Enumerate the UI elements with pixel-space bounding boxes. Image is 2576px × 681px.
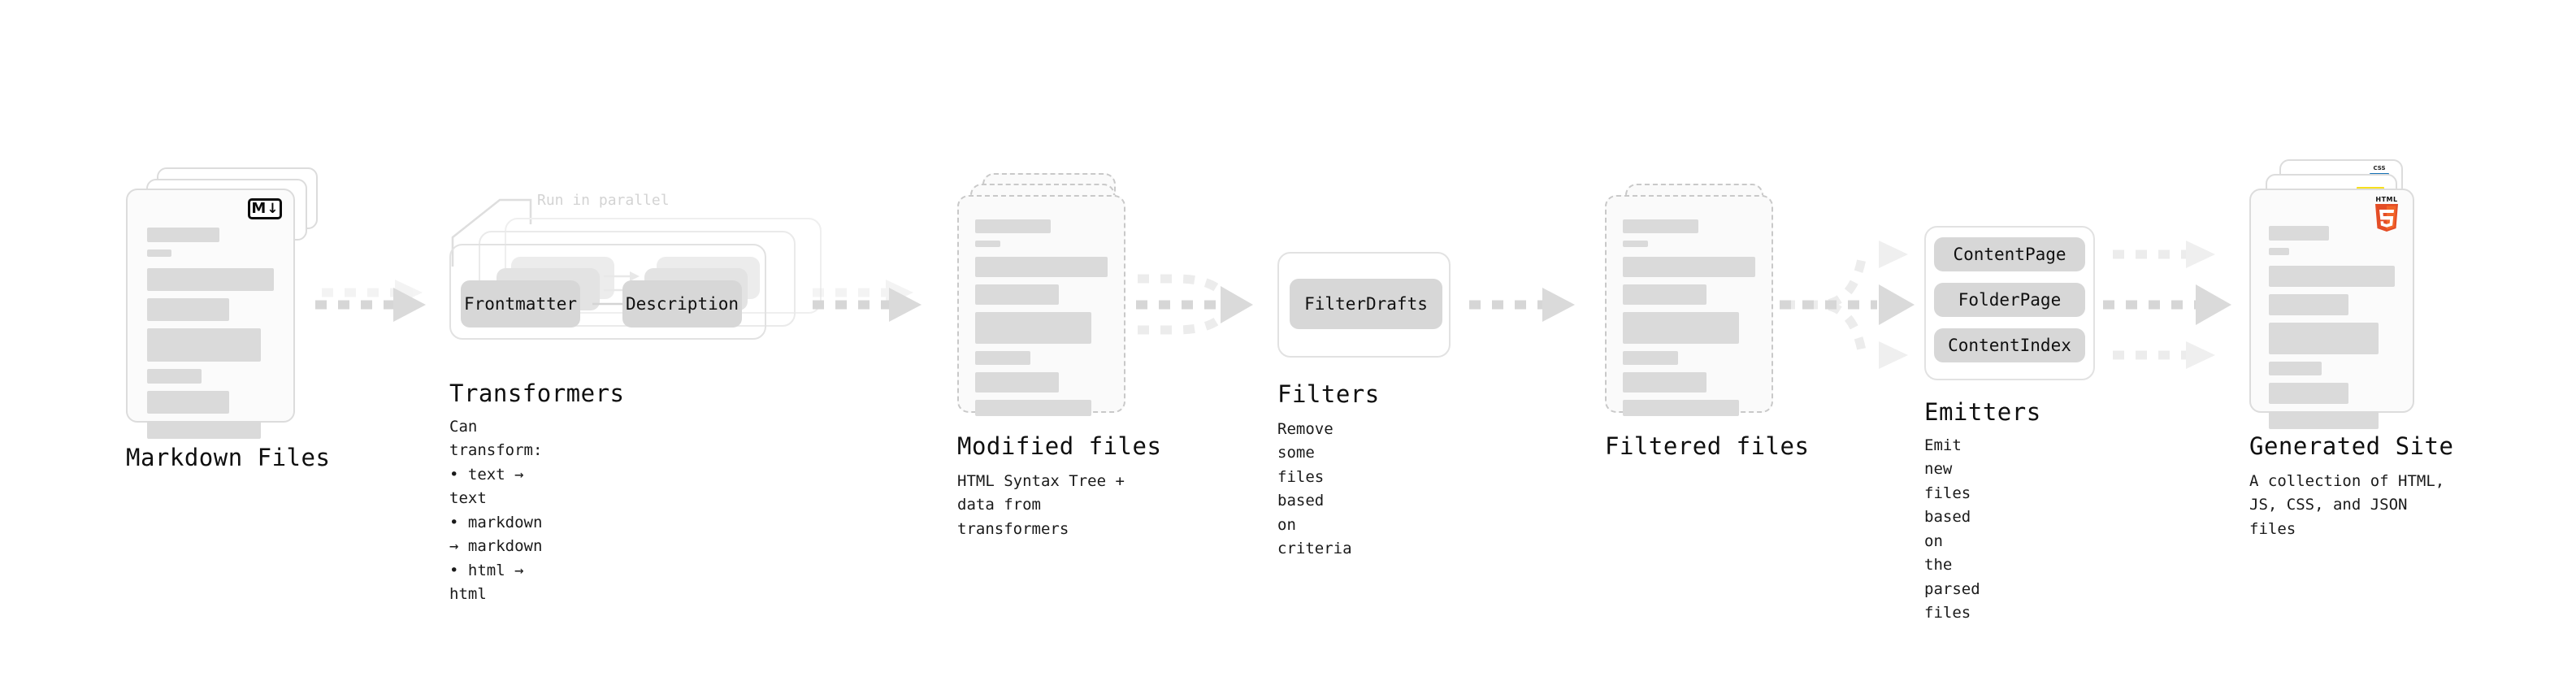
emitter-chip-contentpage[interactable]: ContentPage [1934, 237, 2085, 271]
markdown-doc-front: M ↓ [126, 189, 295, 439]
stage-subtitle-filters: Remove some files based on criteria [1277, 420, 1352, 558]
doc-line [2269, 323, 2379, 354]
filtered-document-stack [1605, 0, 1792, 416]
doc-line [1623, 241, 1648, 247]
stage-title-generated-site: Generated Site [2249, 432, 2454, 460]
stage-title-filters: Filters [1277, 380, 1380, 408]
connector-emitters-to-generated [2103, 241, 2231, 369]
doc-line [975, 257, 1108, 277]
generated-doc-lines [2269, 226, 2395, 436]
doc-line [1623, 400, 1740, 416]
markdown-badge-icon: M ↓ [248, 198, 282, 219]
doc-line [147, 421, 262, 439]
stage-subtitle-generated-site: A collection of HTML, JS, CSS, and JSON … [2249, 472, 2445, 538]
doc-line [147, 391, 230, 414]
doc-line [975, 312, 1092, 344]
doc-line [975, 400, 1092, 416]
doc-line [2269, 294, 2348, 315]
markdown-badge-letter: M [251, 200, 267, 217]
stage-subtitle-modified-files: HTML Syntax Tree + data from transformer… [957, 472, 1125, 538]
run-in-parallel-label: Run in parallel [537, 192, 670, 209]
doc-line [2269, 226, 2330, 241]
stage-subtitle-transformers: Can transform: • text → text • markdown … [449, 418, 543, 604]
connector-transformers-to-modified [813, 280, 922, 322]
doc-line [147, 328, 262, 362]
doc-line [2269, 411, 2379, 429]
stage-subtitle-emitters: Emit new files based on the parsed files [1924, 436, 1980, 622]
stage-modified-files: Modified files HTML Syntax Tree + data f… [957, 0, 1161, 538]
markdown-document-stack: M ↓ [126, 0, 337, 439]
emitter-chip-folderpage[interactable]: FolderPage [1934, 283, 2085, 317]
doc-line [147, 249, 171, 257]
html5-icon-label: HTML [2375, 196, 2398, 203]
doc-line [975, 219, 1051, 233]
stage-title-markdown-files: Markdown Files [126, 444, 331, 471]
stage-filtered-files: Filtered files [1605, 0, 1809, 460]
connector-filters-to-filtered [1469, 288, 1575, 322]
connector-modified-to-filters [1136, 274, 1253, 335]
css3-icon-label: CSS [2373, 165, 2386, 171]
doc-line [147, 268, 274, 291]
connector-markdown-to-transformers [315, 280, 426, 322]
filtered-doc-lines [1623, 219, 1755, 423]
filters-group-box [1277, 252, 1451, 358]
doc-line [2269, 266, 2395, 287]
markdown-badge-arrow: ↓ [267, 200, 279, 217]
doc-line [147, 228, 219, 242]
markdown-doc-lines [147, 228, 274, 446]
transformer-chip-frontmatter[interactable]: Frontmatter [461, 280, 580, 327]
emitter-chip-contentindex[interactable]: ContentIndex [1934, 328, 2085, 362]
doc-line [2269, 362, 2322, 375]
transformers-group-box [449, 244, 766, 340]
doc-line [975, 284, 1059, 305]
doc-line [1623, 372, 1706, 393]
doc-line [975, 241, 1000, 247]
connector-filtered-to-emitters [1780, 241, 1915, 369]
generated-document-stack: CSS HTML [2249, 0, 2461, 429]
doc-line [1623, 312, 1740, 344]
doc-line [1623, 351, 1679, 365]
emitters-group-box [1924, 226, 2095, 380]
doc-line [2269, 383, 2348, 404]
modified-doc-front [957, 195, 1125, 416]
stage-generated-site: CSS HTML [2249, 0, 2461, 538]
doc-line [147, 298, 230, 321]
stage-title-emitters: Emitters [1924, 398, 2041, 426]
doc-line [975, 372, 1059, 393]
modified-doc-lines [975, 219, 1108, 423]
doc-line [2269, 248, 2289, 255]
doc-line [1623, 257, 1755, 277]
doc-line [975, 351, 1031, 365]
transformer-chip-description[interactable]: Description [622, 280, 742, 327]
stage-title-transformers: Transformers [449, 380, 625, 407]
filtered-doc-front [1605, 195, 1773, 416]
generated-doc-front: HTML [2249, 189, 2414, 429]
html5-icon: HTML [2374, 197, 2400, 233]
filter-chip-filterdrafts[interactable]: FilterDrafts [1290, 279, 1442, 329]
doc-line [147, 369, 202, 384]
modified-document-stack [957, 0, 1144, 416]
stage-title-modified-files: Modified files [957, 432, 1162, 460]
stage-title-filtered-files: Filtered files [1605, 432, 1810, 460]
html5-icon-shield [2375, 204, 2398, 232]
doc-line [1623, 284, 1706, 305]
doc-line [1623, 219, 1698, 233]
stage-markdown-files: M ↓ Markdown Files [126, 0, 337, 471]
